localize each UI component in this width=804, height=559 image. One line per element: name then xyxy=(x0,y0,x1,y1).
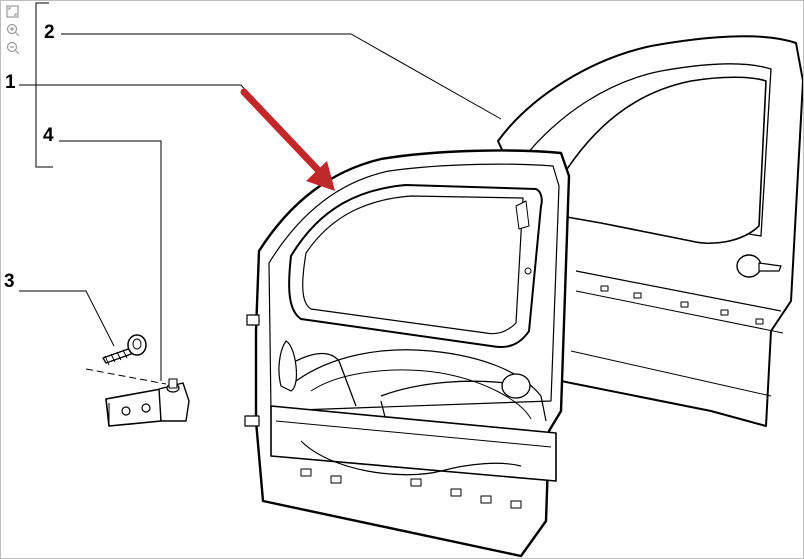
callout-1[interactable]: 1 xyxy=(5,72,16,93)
zoom-out-icon[interactable] xyxy=(5,40,21,56)
highlight-arrow xyxy=(240,88,335,191)
rear-door-handle xyxy=(736,254,782,278)
rear-door xyxy=(497,35,803,427)
callout-3[interactable]: 3 xyxy=(4,271,15,292)
callout-2[interactable]: 2 xyxy=(44,22,55,43)
bolt xyxy=(102,334,147,366)
front-door xyxy=(244,149,571,558)
zoom-in-icon[interactable] xyxy=(5,22,21,38)
hinge xyxy=(105,378,190,427)
viewer-toolbar xyxy=(5,4,23,58)
assembly-dashed-line xyxy=(85,368,167,385)
door-hinge-tabs xyxy=(244,314,260,427)
callout-4[interactable]: 4 xyxy=(43,125,54,146)
fit-to-window-icon[interactable] xyxy=(5,4,21,20)
